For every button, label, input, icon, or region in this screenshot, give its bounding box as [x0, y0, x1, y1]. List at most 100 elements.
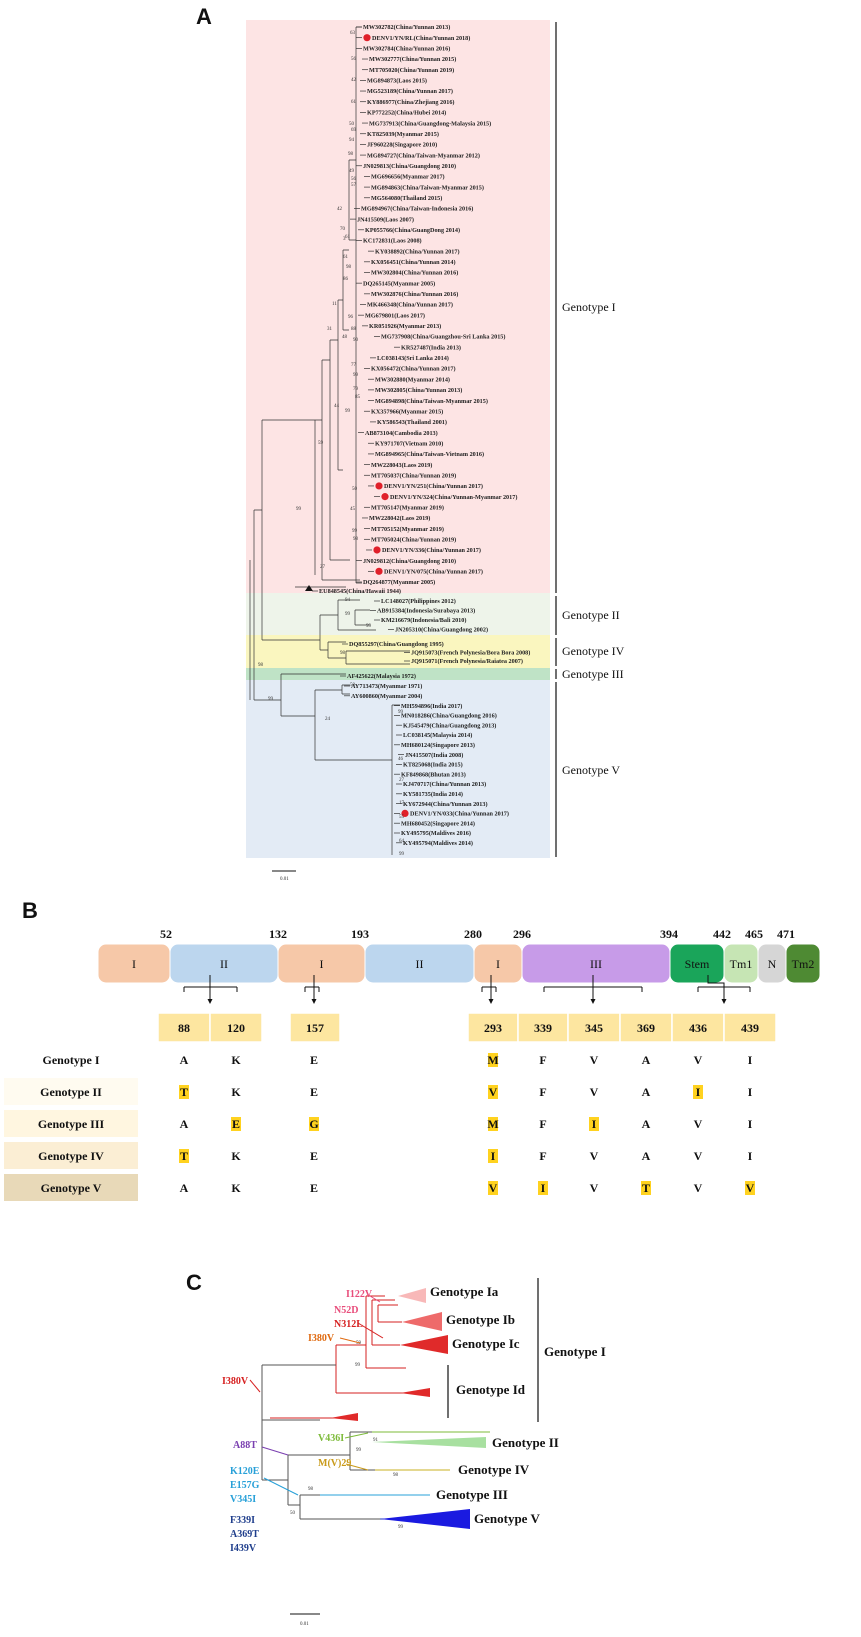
residue-highlight [641, 1181, 651, 1195]
study-strain-dot [375, 567, 383, 575]
leaf-label: KJ545479(China/Guangdong 2013) [403, 722, 496, 729]
domain-label: II [416, 957, 424, 971]
bootstrap-value: 27 [399, 778, 405, 783]
domain-boundary: 296 [513, 927, 531, 941]
leaf-label: KY495794(Maldives 2014) [403, 840, 473, 847]
genotype-row-label: Genotype IV [38, 1149, 104, 1163]
residue-highlight [488, 1149, 498, 1163]
residue: V [489, 1181, 498, 1195]
mutation-label: I122V [346, 1289, 373, 1300]
clade-label-i: Genotype I [544, 1344, 606, 1359]
leaf-label: LC148027(Philippines 2012) [381, 598, 456, 605]
leaf-label: KP772252(China/Hubei 2014) [367, 110, 446, 117]
bootstrap-value: 56 [351, 177, 357, 182]
leaf-label: MG737913(China/Guangdong-Malaysia 2015) [369, 120, 491, 127]
bootstrap-value: 99 [398, 710, 404, 715]
residue: V [590, 1085, 599, 1099]
site-number: 369 [637, 1021, 655, 1035]
leaf-label: JF960228(Singapore 2010) [367, 142, 437, 149]
leaf-label: MG894965(China/Taiwan-Vietnam 2016) [375, 451, 484, 458]
study-strain-markers [363, 34, 409, 818]
leaf-label: JN415507(India 2008) [405, 752, 463, 759]
leaf-labels: MW302782(China/Yunnan 2013)DENV1/YN/RL(C… [312, 24, 530, 847]
domain-label: Stem [685, 957, 710, 971]
domain-boundary: 52 [160, 927, 172, 941]
mutation-label: I439V [230, 1543, 257, 1554]
leaf-label: KC172831(Laos 2008) [363, 238, 422, 245]
leaf-label: MW302805(China/Yunnan 2013) [375, 387, 462, 394]
leaf-label: KY581735(India 2014) [403, 791, 463, 798]
residue: A [642, 1085, 651, 1099]
domain-label: N [768, 957, 777, 971]
domain-label: I [320, 957, 324, 971]
domain-label: I [496, 957, 500, 971]
leaf-label: MW302804(China/Yunnan 2016) [371, 270, 458, 277]
leaf-label: KY971707(Vietnam 2010) [375, 440, 443, 447]
domain-boundary: 193 [351, 927, 369, 941]
genotype-row-label: Genotype V [41, 1181, 102, 1195]
leaf-label: KY038892(China/Yunnan 2017) [375, 248, 460, 255]
mutation-label: N52D [334, 1305, 358, 1316]
domain-label: III [590, 957, 602, 971]
bootstrap-value: 64 [399, 839, 405, 844]
site-box [289, 1012, 341, 1043]
residue-highlight [745, 1181, 755, 1195]
bootstrap-value: 49 [349, 169, 355, 174]
residue: V [694, 1181, 703, 1195]
leaf-label: LC038145(Malaysia 2014) [403, 732, 472, 739]
bootstrap-value: 99 [399, 852, 405, 857]
leaf-label: DENV1/YN/336(China/Yunnan 2017) [382, 547, 481, 554]
clade-label-ii: Genotype II [492, 1435, 559, 1450]
bootstrap-value: 50 [350, 683, 356, 688]
residue: F [539, 1053, 546, 1067]
bootstrap-value: 91 [373, 1438, 379, 1443]
clade-label-ic: Genotype Ic [452, 1336, 520, 1351]
genotype-label-iii: Genotype III [562, 667, 624, 681]
leaf-label: MW302876(China/Yunnan 2016) [371, 291, 458, 298]
genotype-row-label-bg [4, 1174, 138, 1201]
leaf-label: AY600860(Myanmar 2004) [351, 693, 422, 700]
genotype-row-label: Genotype III [38, 1117, 105, 1131]
leaf-label: LC038143(Sri Lanka 2014) [377, 355, 449, 362]
study-strain-dot [401, 809, 409, 818]
leaf-label: KP055766(China/GuangDong 2014) [365, 227, 460, 234]
mutation-label: E157G [230, 1480, 260, 1491]
residue: I [491, 1149, 496, 1163]
residue: I [748, 1117, 753, 1131]
residue: A [642, 1117, 651, 1131]
leaf-label: MW302784(China/Yunnan 2016) [363, 46, 450, 53]
leaf-label: MW228042(Laos 2019) [369, 515, 430, 522]
leaf-label: MN018286(China/Guangdong 2016) [401, 713, 497, 720]
residue-highlight [589, 1117, 599, 1131]
bootstrap-value: 98 [340, 651, 346, 656]
bootstrap-value: 57 [351, 183, 357, 188]
study-strain-dot [373, 546, 381, 554]
leaf-label: DQ264877(Myanmar 2005) [363, 579, 435, 586]
bootstrap-value: 99 [355, 1363, 361, 1368]
residue: V [590, 1149, 599, 1163]
residue: K [231, 1181, 241, 1195]
genotype-label-v: Genotype V [562, 763, 620, 777]
clade-label-iii: Genotype III [436, 1487, 508, 1502]
genotype-label-ii: Genotype II [562, 608, 620, 622]
site-number: 293 [484, 1021, 502, 1035]
domain-label: II [220, 957, 228, 971]
domain-label: Tm1 [730, 957, 753, 971]
residue-highlight [693, 1085, 703, 1099]
domain-boundary: 394 [660, 927, 678, 941]
bootstrap-value: 99 [268, 697, 274, 702]
bootstrap-value: 31 [327, 327, 333, 332]
clade-label-ib: Genotype Ib [446, 1312, 515, 1327]
genotype-iii-band [246, 668, 550, 680]
leaf-label: AB915384(Indonesia/Surabaya 2013) [377, 608, 475, 615]
leaf-label: KY886977(China/Zhejiang 2016) [367, 99, 455, 106]
clade-ic-triangle [400, 1335, 448, 1354]
leaf-label: AB873104(Cambodia 2013) [365, 430, 438, 437]
leaf-label: KJ470717(China/Yunnan 2013) [403, 781, 486, 788]
leaf-label: MT705037(China/Yunnan 2019) [371, 472, 456, 479]
residue: T [180, 1085, 188, 1099]
residue: G [309, 1117, 318, 1131]
domain-boundary: 280 [464, 927, 482, 941]
bootstrap-value: 98 [308, 1487, 314, 1492]
leaf-label: JN029813(China/Guangdong 2010) [363, 163, 456, 170]
